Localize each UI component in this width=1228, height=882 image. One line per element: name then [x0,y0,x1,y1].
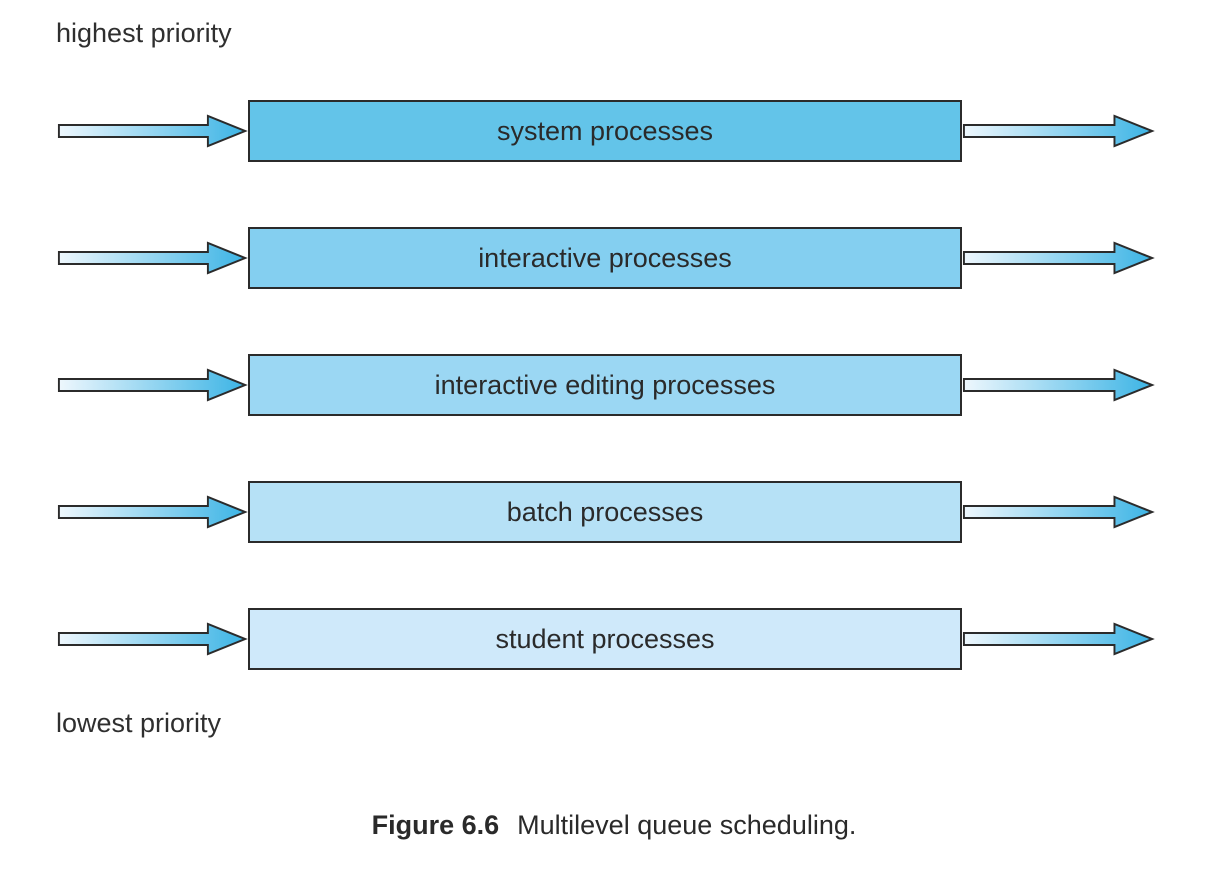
outbound-arrow-icon [962,114,1155,148]
queue-box: interactive processes [248,227,962,289]
inbound-arrow-icon [57,241,248,275]
outbound-arrow-icon [962,241,1155,275]
queue-box: student processes [248,608,962,670]
outbound-arrow-icon [962,495,1155,529]
queue-label: system processes [496,115,714,146]
highest-priority-label: highest priority [56,18,232,48]
queue-box: system processes [248,100,962,162]
queue-label: batch processes [506,496,704,527]
queue-label: interactive editing processes [434,369,776,400]
queue-row-interactive: interactive processes [0,227,1228,289]
figure-caption-text: Multilevel queue scheduling. [517,810,857,840]
inbound-arrow-icon [57,622,248,656]
lowest-priority-label: lowest priority [56,708,222,738]
inbound-arrow-icon [57,114,248,148]
queue-row-batch: batch processes [0,481,1228,543]
inbound-arrow-icon [57,368,248,402]
queue-box: interactive editing processes [248,354,962,416]
figure-number: Figure 6.6 [371,810,500,840]
figure-caption: Figure 6.6 Multilevel queue scheduling. [0,810,1228,841]
outbound-arrow-icon [962,368,1155,402]
queue-box: batch processes [248,481,962,543]
outbound-arrow-icon [962,622,1155,656]
queue-row-system: system processes [0,100,1228,162]
queue-label: student processes [495,623,715,654]
queue-label: interactive processes [478,242,732,273]
queue-row-interactive-editing: interactive editing processes [0,354,1228,416]
queue-row-student: student processes [0,608,1228,670]
inbound-arrow-icon [57,495,248,529]
